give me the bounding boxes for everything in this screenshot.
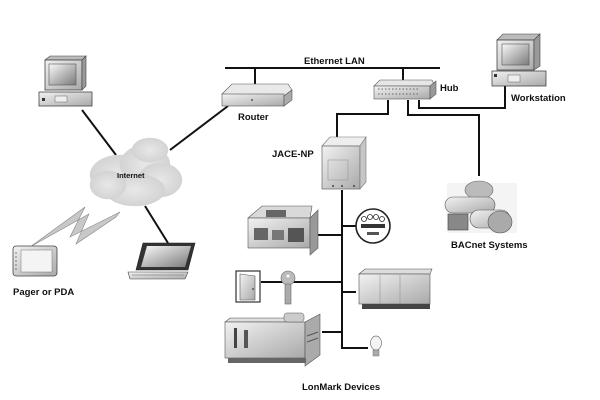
router-label: Router	[238, 112, 269, 123]
workstation-icon	[491, 33, 547, 87]
bacnet-systems-label: BACnet Systems	[451, 240, 528, 251]
meter-icon	[355, 208, 391, 244]
cloud-icon	[89, 137, 183, 207]
jace-np-label: JACE-NP	[272, 149, 314, 160]
pager-pda-label: Pager or PDA	[13, 287, 75, 298]
desktop-computer-icon	[38, 55, 93, 107]
controller-icon	[321, 136, 367, 190]
laptop-icon	[127, 242, 196, 280]
hub-icon	[373, 79, 437, 100]
wireless-link-icon	[29, 206, 121, 248]
internet-label: Internet	[117, 171, 145, 180]
door-icon	[235, 270, 261, 303]
link-hub-bacnet	[407, 100, 480, 176]
air-handler-icon	[224, 312, 321, 367]
link-internet-router	[169, 105, 229, 151]
key-icon	[280, 270, 296, 305]
workstation-label: Workstation	[511, 93, 566, 104]
router-icon	[221, 83, 293, 107]
ethernet-lan-label: Ethernet LAN	[304, 56, 365, 67]
link-hub-workstation	[418, 86, 506, 109]
pda-icon	[12, 245, 58, 277]
hvac-unit-icon	[247, 205, 319, 256]
hub-label: Hub	[440, 83, 459, 94]
link-internet-laptop	[144, 205, 169, 244]
connections	[81, 67, 506, 349]
cabinet-icon	[358, 268, 433, 309]
lonmark-devices-label: LonMark Devices	[302, 382, 381, 393]
link-hub-jace	[336, 100, 389, 137]
light-bulb-icon	[370, 335, 382, 357]
chiller-icon	[444, 180, 517, 234]
link-pc-internet	[81, 109, 117, 156]
